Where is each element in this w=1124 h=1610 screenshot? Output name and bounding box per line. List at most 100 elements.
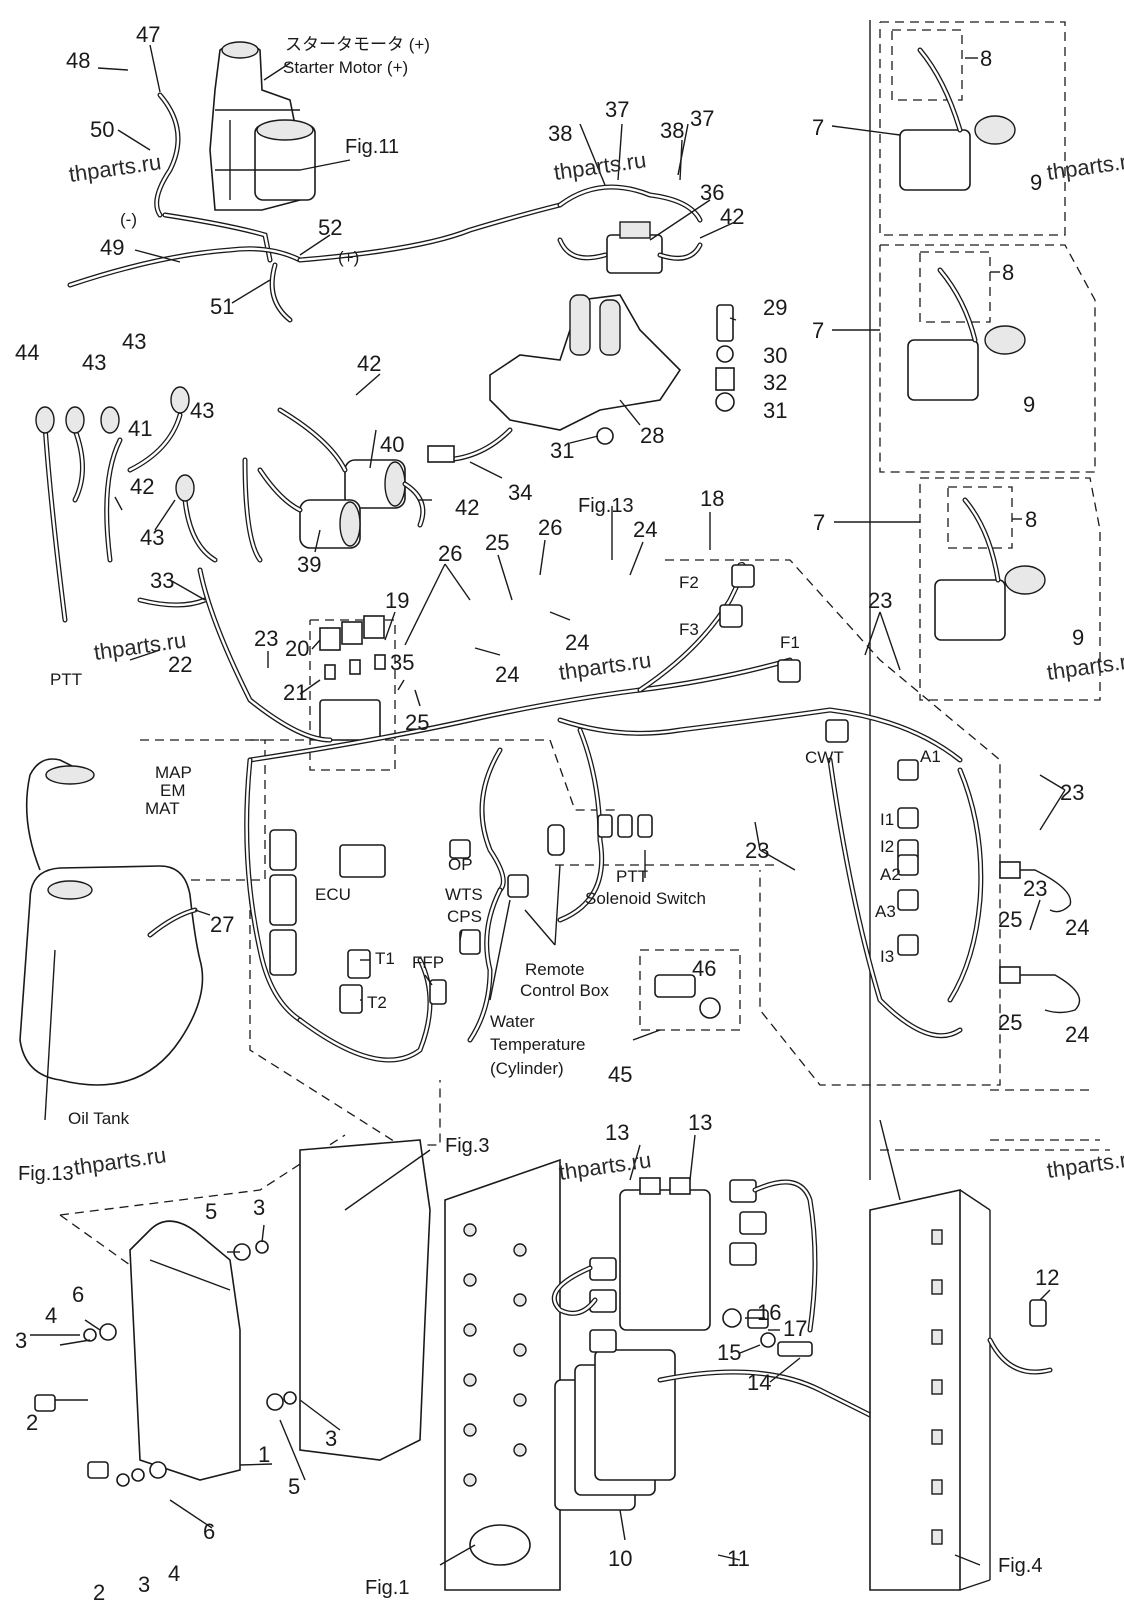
t1-label: T1 bbox=[375, 949, 395, 968]
watermark-8: thparts.ru bbox=[557, 1147, 653, 1185]
callout-23e: 23 bbox=[1023, 876, 1047, 901]
callout-42: 42 bbox=[357, 351, 381, 376]
callout-4b: 4 bbox=[168, 1561, 180, 1586]
callout-47: 47 bbox=[136, 22, 160, 47]
oil-tank-label: Oil Tank bbox=[68, 1109, 130, 1128]
callout-9: 9 bbox=[1030, 170, 1042, 195]
callout-35: 35 bbox=[390, 650, 414, 675]
callout-3: 3 bbox=[15, 1328, 27, 1353]
f2-label: F2 bbox=[679, 573, 699, 592]
callout-24b: 24 bbox=[565, 630, 589, 655]
callout-33: 33 bbox=[150, 568, 174, 593]
callout-37: 37 bbox=[605, 97, 629, 122]
callout-28: 28 bbox=[640, 423, 664, 448]
callout-7b: 7 bbox=[812, 318, 824, 343]
minus-label: (-) bbox=[120, 210, 137, 229]
cwt-label: CWT bbox=[805, 748, 844, 767]
callout-31b: 31 bbox=[550, 438, 574, 463]
fig4-ref: Fig.4 bbox=[998, 1555, 1042, 1577]
callout-51: 51 bbox=[210, 294, 234, 319]
callout-5: 5 bbox=[205, 1199, 217, 1224]
callout-48: 48 bbox=[66, 48, 90, 73]
i1-label: I1 bbox=[880, 810, 894, 829]
callout-25c: 25 bbox=[998, 907, 1022, 932]
callout-6b: 6 bbox=[203, 1519, 215, 1544]
callout-25d: 25 bbox=[998, 1010, 1022, 1035]
callout-26: 26 bbox=[538, 515, 562, 540]
callout-17: 17 bbox=[783, 1316, 807, 1341]
callout-32: 32 bbox=[763, 370, 787, 395]
callout-43b: 43 bbox=[122, 329, 146, 354]
callout-2: 2 bbox=[26, 1410, 38, 1435]
mat-label: MAT bbox=[145, 799, 180, 818]
callout-43c: 43 bbox=[190, 398, 214, 423]
f1-label: F1 bbox=[780, 633, 800, 652]
remote-label-1: Remote bbox=[525, 960, 585, 979]
oil-tank bbox=[19, 758, 204, 1086]
callout-6: 6 bbox=[72, 1282, 84, 1307]
callout-40: 40 bbox=[380, 432, 404, 457]
callout-39: 39 bbox=[297, 552, 321, 577]
callout-7c: 7 bbox=[813, 510, 825, 535]
fig1-ref: Fig.1 bbox=[365, 1577, 409, 1599]
callout-19: 19 bbox=[385, 588, 409, 613]
callout-42c: 42 bbox=[130, 474, 154, 499]
clamps-right bbox=[999, 861, 1081, 1014]
i2-label: I2 bbox=[880, 837, 894, 856]
callout-10: 10 bbox=[608, 1546, 632, 1571]
callout-31: 31 bbox=[763, 398, 787, 423]
em-label: EM bbox=[160, 781, 186, 800]
water-label-1: Water bbox=[490, 1012, 535, 1031]
watermark-6: thparts.ru bbox=[1045, 647, 1124, 685]
i3-label: I3 bbox=[880, 947, 894, 966]
callout-24d: 24 bbox=[1065, 915, 1089, 940]
callout-14: 14 bbox=[747, 1370, 771, 1395]
callout-38b: 38 bbox=[660, 118, 684, 143]
callout-21: 21 bbox=[283, 680, 307, 705]
callout-8: 8 bbox=[980, 46, 992, 71]
fig3-ref: Fig.3 bbox=[445, 1135, 489, 1157]
callout-8b: 8 bbox=[1002, 260, 1014, 285]
callout-45: 45 bbox=[608, 1062, 632, 1087]
callout-22: 22 bbox=[168, 652, 192, 677]
a1-label: A1 bbox=[920, 747, 941, 766]
watermark-7: thparts.ru bbox=[72, 1142, 168, 1180]
cps-label: CPS bbox=[447, 907, 482, 926]
callout-24: 24 bbox=[633, 517, 657, 542]
ptt-cable-label: PTT bbox=[50, 670, 82, 689]
plus-label: (+) bbox=[338, 248, 359, 267]
callout-25b: 25 bbox=[405, 710, 429, 735]
callout-36: 36 bbox=[700, 180, 724, 205]
figure-references: Fig.11 Fig.13 Fig.13 Fig.3 Fig.1 Fig.4 bbox=[18, 136, 1042, 1599]
map-label: MAP bbox=[155, 763, 192, 782]
callout-23c: 23 bbox=[1060, 780, 1084, 805]
callout-44: 44 bbox=[15, 340, 39, 365]
callout-15: 15 bbox=[717, 1340, 741, 1365]
callout-23d: 23 bbox=[745, 838, 769, 863]
callout-52: 52 bbox=[318, 215, 342, 240]
callout-3d: 3 bbox=[138, 1572, 150, 1597]
engine-blocks bbox=[299, 1139, 561, 1591]
callout-18: 18 bbox=[700, 486, 724, 511]
callout-24e: 24 bbox=[1065, 1022, 1089, 1047]
watermarks: thparts.ru thparts.ru thparts.ru thparts… bbox=[67, 147, 1124, 1185]
ecu-label: ECU bbox=[315, 885, 351, 904]
callout-37b: 37 bbox=[690, 106, 714, 131]
callout-13: 13 bbox=[605, 1120, 629, 1145]
electric-box-tower bbox=[869, 1189, 1053, 1591]
callout-2b: 2 bbox=[93, 1580, 105, 1605]
bolt-stack-14-17 bbox=[722, 1308, 813, 1357]
callout-25: 25 bbox=[485, 530, 509, 555]
callout-13b: 13 bbox=[688, 1110, 712, 1135]
callout-3c: 3 bbox=[325, 1426, 337, 1451]
callout-34: 34 bbox=[508, 480, 532, 505]
callout-27: 27 bbox=[210, 912, 234, 937]
f3-label: F3 bbox=[679, 620, 699, 639]
callout-42d: 42 bbox=[720, 204, 744, 229]
fig13-ref-top: Fig.13 bbox=[578, 495, 634, 517]
callout-49: 49 bbox=[100, 235, 124, 260]
callout-16: 16 bbox=[757, 1300, 781, 1325]
callout-42b: 42 bbox=[455, 495, 479, 520]
